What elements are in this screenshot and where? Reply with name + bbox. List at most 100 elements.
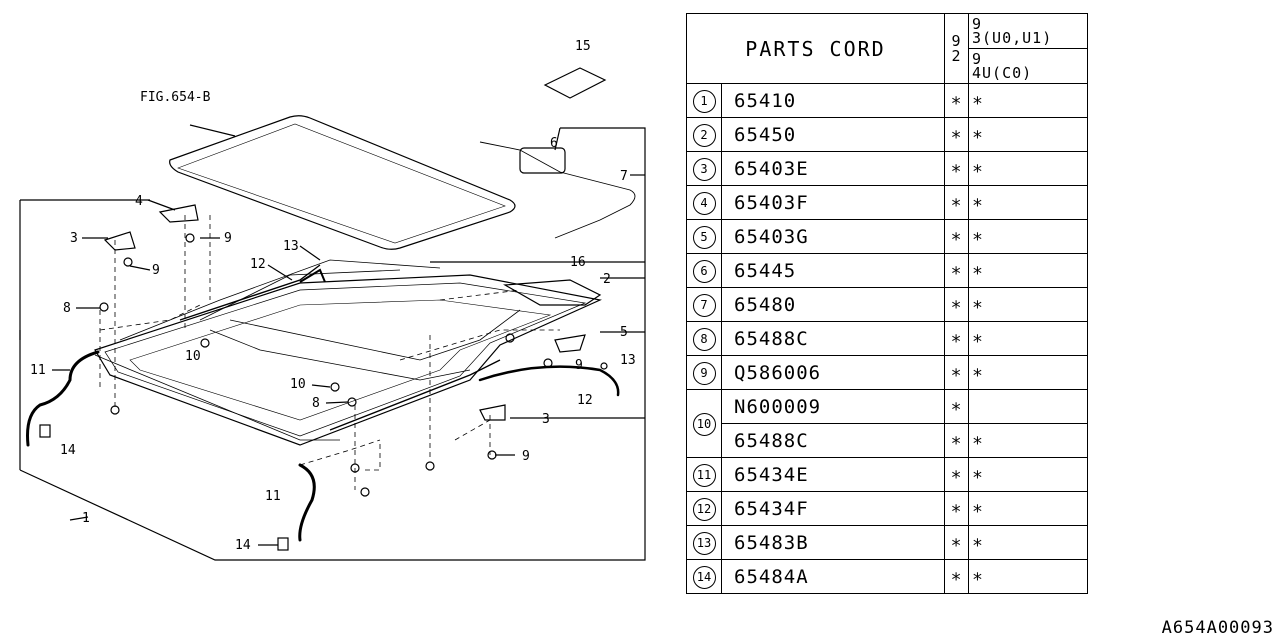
applicability-mark-92: ∗ bbox=[944, 389, 969, 424]
applicability-mark-93-94: ∗ bbox=[968, 117, 1088, 152]
ref-number-cell: 10 bbox=[686, 389, 722, 458]
applicability-mark-93-94: ∗ bbox=[968, 525, 1088, 560]
year-header: 9 2 bbox=[944, 13, 969, 84]
ref-number: 11 bbox=[692, 464, 716, 487]
applicability-mark-93-94: ∗ bbox=[968, 83, 1088, 118]
callout-12b: 12 bbox=[577, 393, 593, 408]
part-number: Q586006 bbox=[721, 355, 945, 390]
fig-reference: FIG.654-B bbox=[140, 90, 211, 105]
applicability-mark-92: ∗ bbox=[944, 525, 969, 560]
ref-number: 1 bbox=[692, 90, 716, 113]
ref-number-cell: 2 bbox=[686, 117, 722, 152]
ref-number: 14 bbox=[692, 566, 716, 589]
ref-number-cell: 8 bbox=[686, 321, 722, 356]
ref-number-cell: 5 bbox=[686, 219, 722, 254]
drain-hose-rear bbox=[298, 463, 316, 542]
part-number: 65445 bbox=[721, 253, 945, 288]
callout-3b: 3 bbox=[542, 412, 550, 427]
applicability-mark-92: ∗ bbox=[944, 83, 969, 118]
applicability-mark-93-94: ∗ bbox=[968, 219, 1088, 254]
callout-2: 2 bbox=[603, 272, 611, 287]
applicability-mark-93-94: ∗ bbox=[968, 491, 1088, 526]
applicability-mark-93-94: ∗ bbox=[968, 287, 1088, 322]
callout-8a: 8 bbox=[63, 301, 71, 316]
config-header-1: 9 3(U0,U1) bbox=[968, 13, 1088, 49]
ref-number-cell: 3 bbox=[686, 151, 722, 186]
ref-number-cell: 13 bbox=[686, 525, 722, 560]
applicability-mark-92: ∗ bbox=[944, 151, 969, 186]
applicability-mark-93-94: ∗ bbox=[968, 253, 1088, 288]
ref-number: 2 bbox=[692, 124, 716, 147]
ref-number: 6 bbox=[692, 260, 716, 283]
part-number: 65488C bbox=[721, 321, 945, 356]
part-number: 65488C bbox=[721, 423, 945, 458]
ref-number: 7 bbox=[692, 294, 716, 317]
part-number: 65434F bbox=[721, 491, 945, 526]
applicability-mark-93-94: ∗ bbox=[968, 185, 1088, 220]
applicability-mark-92: ∗ bbox=[944, 321, 969, 356]
ref-number: 12 bbox=[692, 498, 716, 521]
applicability-mark-93-94: ∗ bbox=[968, 423, 1088, 458]
ref-number-cell: 14 bbox=[686, 559, 722, 594]
callout-3a: 3 bbox=[70, 231, 78, 246]
callout-12a: 12 bbox=[250, 257, 266, 272]
parts-diagram: 15 6 7 4 9 3 9 13 12 16 2 8 10 5 9 13 11… bbox=[19, 39, 646, 561]
callout-8b: 8 bbox=[312, 396, 320, 411]
ref-number: 13 bbox=[692, 532, 716, 555]
applicability-mark-92: ∗ bbox=[944, 117, 969, 152]
sunroof-glass-panel bbox=[169, 115, 516, 250]
callout-14b: 14 bbox=[235, 538, 251, 553]
applicability-mark-92: ∗ bbox=[944, 219, 969, 254]
callout-9b: 9 bbox=[152, 263, 160, 278]
ref-number-cell: 9 bbox=[686, 355, 722, 390]
part-number: 65410 bbox=[721, 83, 945, 118]
applicability-mark-92: ∗ bbox=[944, 287, 969, 322]
part-number: 65403E bbox=[721, 151, 945, 186]
drain-hose-front bbox=[26, 350, 100, 447]
callout-6: 6 bbox=[550, 136, 558, 151]
part-number: 65483B bbox=[721, 525, 945, 560]
part-number: 65403F bbox=[721, 185, 945, 220]
ref-number-cell: 6 bbox=[686, 253, 722, 288]
callout-14a: 14 bbox=[60, 443, 76, 458]
ref-number-cell: 11 bbox=[686, 457, 722, 492]
applicability-mark-93-94: ∗ bbox=[968, 151, 1088, 186]
applicability-mark-93-94: ∗ bbox=[968, 457, 1088, 492]
part-number: 65403G bbox=[721, 219, 945, 254]
ref-number: 4 bbox=[692, 192, 716, 215]
ref-number-cell: 12 bbox=[686, 491, 722, 526]
ref-number: 10 bbox=[692, 413, 716, 436]
applicability-mark-92: ∗ bbox=[944, 355, 969, 390]
ref-number: 3 bbox=[692, 158, 716, 181]
applicability-mark-92: ∗ bbox=[944, 491, 969, 526]
ref-number: 8 bbox=[692, 328, 716, 351]
part-number: 65434E bbox=[721, 457, 945, 492]
part-number: 65480 bbox=[721, 287, 945, 322]
applicability-mark-92: ∗ bbox=[944, 559, 969, 594]
applicability-mark-92: ∗ bbox=[944, 253, 969, 288]
sunroof-frame bbox=[94, 274, 602, 446]
callout-16: 16 bbox=[570, 255, 586, 270]
callout-10b: 10 bbox=[290, 377, 306, 392]
ref-number: 5 bbox=[692, 226, 716, 249]
applicability-mark-92: ∗ bbox=[944, 185, 969, 220]
table-title: PARTS CORD bbox=[686, 13, 945, 84]
callout-9d: 9 bbox=[522, 449, 530, 464]
ref-number: 9 bbox=[692, 362, 716, 385]
